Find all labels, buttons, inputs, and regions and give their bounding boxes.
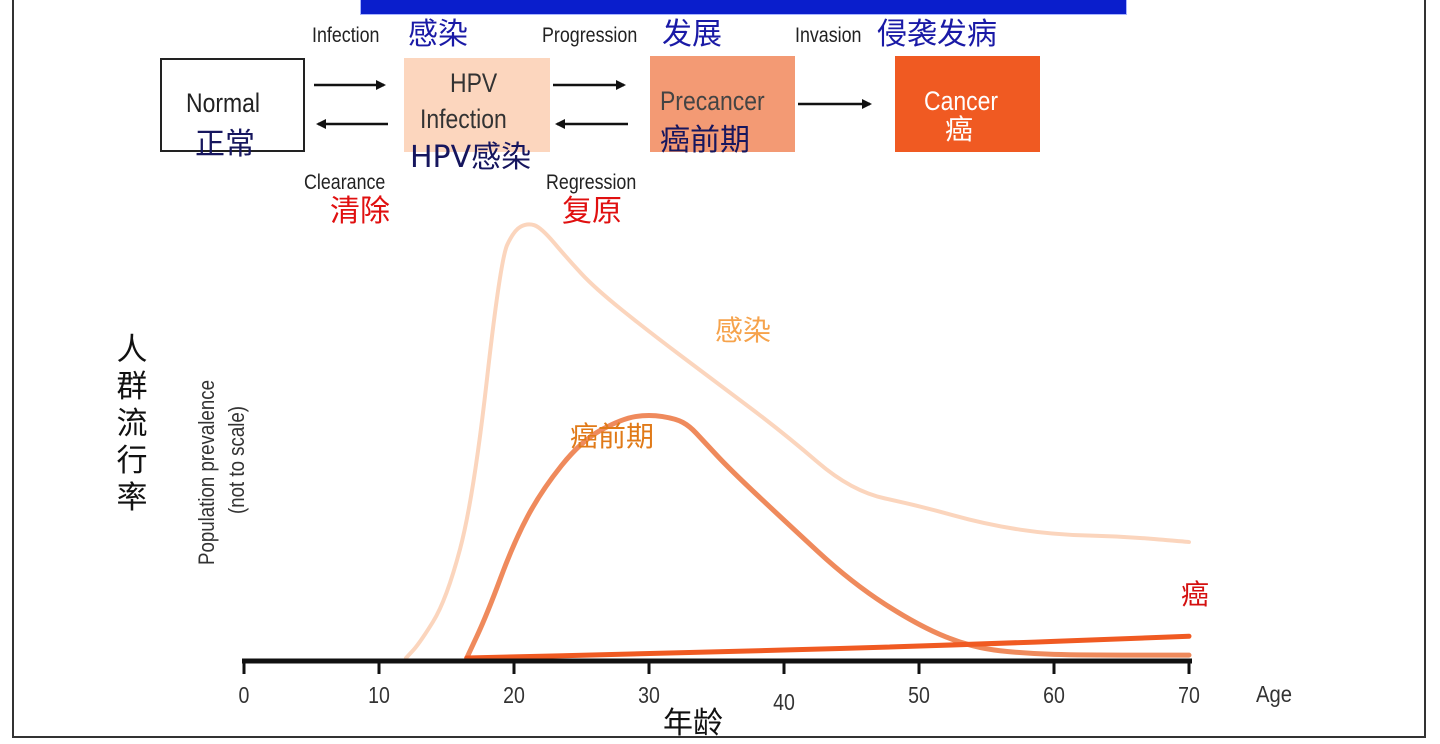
y-axis-label-cn: 人 群 流 行 率 <box>112 332 152 517</box>
normal-label-cn: 正常 <box>195 127 255 162</box>
cancer-series-label: 癌 <box>1181 578 1209 611</box>
y-axis-char: 流 <box>116 406 148 442</box>
tick-layer: 0 10 20 30 40 50 60 70 <box>239 661 1200 715</box>
figure-frame <box>12 0 1426 738</box>
cancer-box-label: Cancer <box>924 86 998 116</box>
precancer-series-label: 癌前期 <box>570 420 654 453</box>
title-banner <box>360 0 1127 15</box>
invasion-label: Invasion <box>795 24 862 47</box>
normal-box-label: Normal <box>186 88 260 118</box>
x-tick-label: 60 <box>1043 683 1065 709</box>
hpv-box-label-line1: HPV <box>450 68 498 98</box>
series-line-3 <box>464 633 1192 661</box>
clearance-label-cn: 清除 <box>330 194 390 229</box>
y-axis-char: 群 <box>116 369 148 405</box>
precancer-box-label: Precancer <box>660 86 765 116</box>
clearance-label: Clearance <box>304 171 386 194</box>
y-axis-char: 行 <box>116 443 148 479</box>
regression-label-cn: 复原 <box>562 194 622 229</box>
y-axis-label-line1: Population prevalence <box>196 380 220 565</box>
invasion-label-cn: 侵袭发病 <box>877 17 997 52</box>
regression-label: Regression <box>546 171 637 194</box>
hpv-label-cn: HPV感染 <box>410 140 532 175</box>
infection-series-label: 感染 <box>715 314 771 347</box>
series-line-1 <box>404 222 1191 660</box>
normal-box: Normal <box>160 58 305 152</box>
x-tick-label: 30 <box>638 683 660 709</box>
y-axis-char: 率 <box>116 480 148 516</box>
cancer-box-label-cn: 癌 <box>945 113 974 146</box>
x-tick-label: 20 <box>503 683 525 709</box>
x-tick-label: 40 <box>773 690 795 716</box>
hpv-infection-box: HPV Infection <box>404 58 550 152</box>
progression-label: Progression <box>542 24 638 47</box>
y-axis-char: 人 <box>116 332 148 368</box>
y-axis-label: Population prevalence (not to scale) <box>196 380 250 565</box>
x-tick-label: 50 <box>908 683 930 709</box>
y-axis-label-line2: (not to scale) <box>226 406 250 514</box>
x-axis-label-cn: 年龄 <box>663 706 723 741</box>
infection-label: Infection <box>312 24 380 47</box>
series-layer <box>404 222 1192 661</box>
x-tick-label: 70 <box>1178 683 1200 709</box>
infection-label-cn: 感染 <box>408 17 468 52</box>
precancer-box: Precancer <box>650 56 795 152</box>
x-tick-label: 10 <box>368 683 390 709</box>
precancer-label-cn: 癌前期 <box>660 123 750 158</box>
x-tick-label: 0 <box>239 683 250 709</box>
progression-label-cn: 发展 <box>662 17 722 52</box>
x-axis-label: Age <box>1256 681 1292 708</box>
series-line-2 <box>464 412 1192 661</box>
cancer-box: Cancer 癌 <box>895 56 1040 152</box>
hpv-box-label-line2: Infection <box>420 104 507 134</box>
